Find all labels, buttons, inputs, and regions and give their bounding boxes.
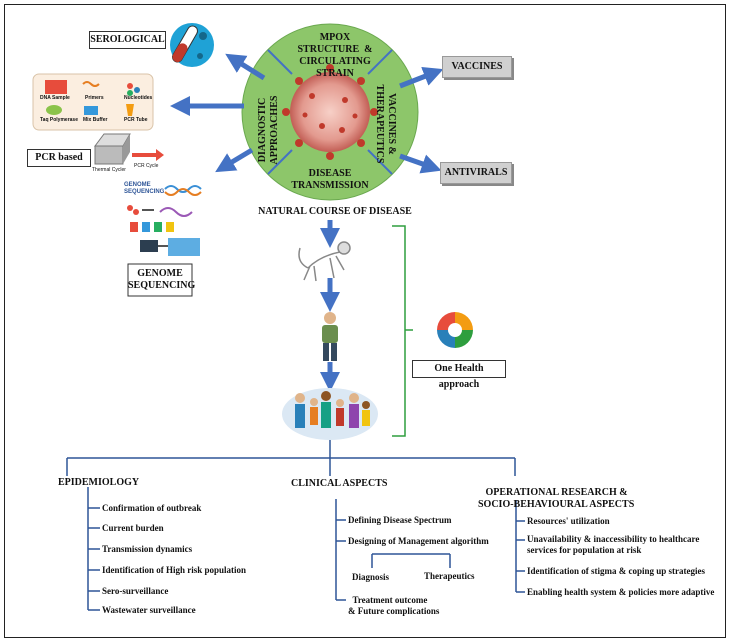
epidemiology-item: Sero-surveillance xyxy=(102,586,169,596)
operational-item: Enabling health system & policies more a… xyxy=(527,587,715,597)
hub-label-top: MPOX STRUCTURE &CIRCULATING STRAIN xyxy=(297,32,373,79)
serological-box: SEROLOGICAL xyxy=(89,31,166,49)
natural-course-label: NATURAL COURSE OF DISEASE xyxy=(258,206,412,217)
operational-title: OPERATIONAL RESEARCH &SOCIO-BEHAVIOURAL … xyxy=(478,487,635,510)
operational-item-continued: services for population at risk xyxy=(527,545,642,555)
thermal-cycler-icon xyxy=(94,133,131,165)
pcr-panel xyxy=(32,73,154,131)
clinical-sub-diagnosis: Diagnosis xyxy=(352,572,390,582)
virus-icon xyxy=(282,64,378,160)
clinical-sub-therapeutics: Therapeutics xyxy=(424,571,475,581)
test-tube-icon xyxy=(170,23,214,67)
divider xyxy=(267,49,293,75)
genome-sequencing-icon xyxy=(127,185,202,256)
operational-item: Identification of stigma & coping up str… xyxy=(527,566,705,576)
clinical-item: Designing of Management algorithm xyxy=(348,536,489,546)
pcr-cycle-arrow-icon xyxy=(132,149,164,161)
thermal-cycler-label: Thermal Cycler xyxy=(92,167,126,173)
clinical-item-last: Treatment outcome& Future complications xyxy=(348,595,440,616)
clinical-title: CLINICAL ASPECTS xyxy=(291,478,388,489)
divider xyxy=(367,49,393,75)
one-health-bracket xyxy=(392,225,413,437)
monkey-icon xyxy=(298,241,351,282)
divider xyxy=(267,149,293,175)
hub-arrows xyxy=(170,53,444,174)
person-icon xyxy=(322,312,338,361)
epidemiology-item: Current burden xyxy=(102,523,164,533)
pcr-based-box: PCR based xyxy=(27,149,91,167)
epidemiology-item: Confirmation of outbreak xyxy=(102,503,202,513)
one-health-box: One Health approach xyxy=(412,360,506,390)
one-health-logo-icon xyxy=(437,312,473,348)
hub-label-right: VACCINES &THERAPEUTICS xyxy=(374,84,397,164)
antivirals-box: ANTIVIRALS xyxy=(440,162,512,184)
operational-item: Unavailability & inaccessibility to heal… xyxy=(527,534,700,544)
figure-frame xyxy=(4,4,726,638)
genome-box xyxy=(127,263,193,297)
operational-item: Resources' utilization xyxy=(527,516,610,526)
vaccines-box: VACCINES xyxy=(442,56,512,78)
pcr-cycle-label: PCR Cycle xyxy=(134,163,159,169)
epidemiology-title: EPIDEMIOLOGY xyxy=(58,477,140,488)
clinical-item: Defining Disease Spectrum xyxy=(348,515,452,525)
epidemiology-item: Identification of High risk population xyxy=(102,565,247,575)
divider xyxy=(367,149,393,175)
epidemiology-item: Transmission dynamics xyxy=(102,544,193,554)
family-group-icon xyxy=(282,388,378,440)
tree-connectors xyxy=(66,440,525,611)
epidemiology-item: Wastewater surveillance xyxy=(102,605,196,615)
